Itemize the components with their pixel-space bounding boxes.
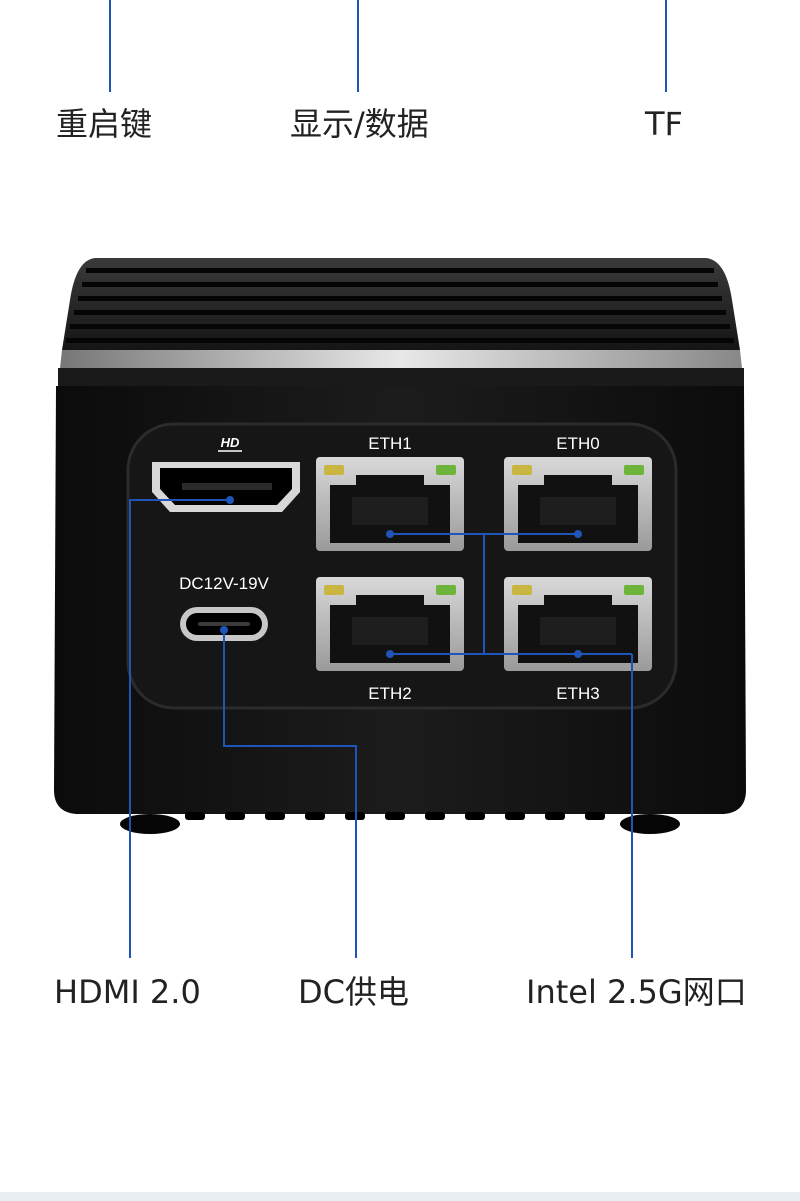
dc-power-callout: DC供电 (298, 973, 409, 1011)
reset-button-callout: 重启键 (56, 105, 153, 143)
rj45-port-eth1 (316, 457, 464, 551)
eth1-label: ETH1 (368, 434, 411, 453)
power-label: DC12V-19V (179, 574, 269, 593)
bottom-vents (185, 812, 605, 820)
heatsink-lid (58, 258, 744, 388)
hdmi-port (152, 462, 300, 512)
rj45-port-eth2 (316, 577, 464, 671)
intel-ethernet-callout: Intel 2.5G网口 (526, 973, 747, 1011)
rj45-port-eth3 (504, 577, 652, 671)
eth2-label: ETH2 (368, 684, 411, 703)
tf-slot-callout: TF (645, 105, 683, 143)
rj45-port-eth0 (504, 457, 652, 551)
right-foot (620, 814, 680, 834)
eth3-label: ETH3 (556, 684, 599, 703)
bottom-divider (0, 1192, 800, 1201)
usb-c-port (180, 607, 268, 641)
callout-connectors (129, 496, 633, 958)
eth0-label: ETH0 (556, 434, 599, 453)
hdmi-logo: HD (221, 435, 240, 450)
hdmi-callout: HDMI 2.0 (54, 973, 201, 1011)
display-data-callout: 显示/数据 (290, 105, 429, 143)
left-foot (120, 814, 180, 834)
